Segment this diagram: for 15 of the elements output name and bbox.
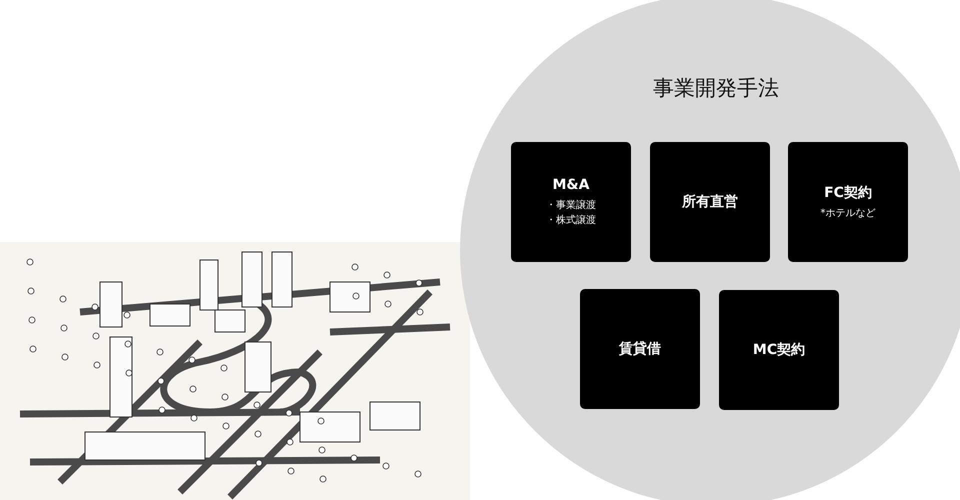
method-box [650,142,770,262]
heading: 事業開発手法 [652,75,780,102]
box-title: FC契約 [824,184,872,202]
box-title: 賃貸借 [619,340,661,358]
box-title: 所有直営 [682,193,738,211]
box-note: *ホテルなど [820,206,876,220]
circle-background [460,0,960,500]
box-note: ・株式譲渡 [546,214,596,228]
method-box [788,142,908,262]
box-title: M&A [552,176,590,194]
method-box [719,290,839,410]
box-note: ・事業譲渡 [546,198,596,213]
method-box [511,142,631,262]
method-box [580,289,700,409]
box-title: MC契約 [752,341,806,359]
